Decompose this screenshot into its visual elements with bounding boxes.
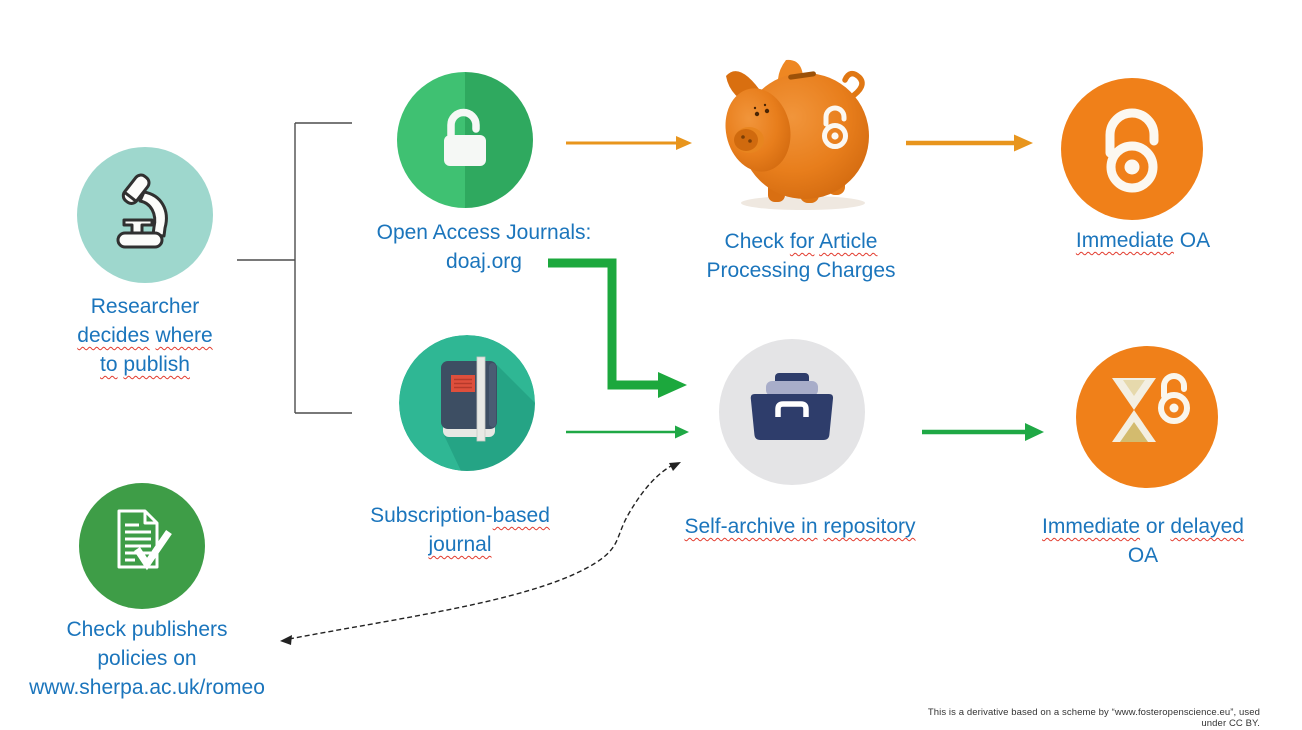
arrow-oaj-to-apc (566, 136, 692, 150)
document-checkmark-icon (79, 483, 205, 609)
repository-label: Self-archive in repository (684, 515, 916, 538)
arrow-doaj-to-repository (548, 258, 687, 398)
open-access-logo-icon (1105, 108, 1159, 193)
open-padlock-icon (444, 108, 486, 166)
notebook-journal-icon (399, 335, 535, 471)
piggy-bank-icon (725, 59, 869, 210)
open-access-logo-on-piggy (822, 105, 848, 149)
immediate-oa-circle (1061, 78, 1203, 220)
open-access-journals-circle (397, 72, 533, 208)
open-access-journals-label: Open Access Journals:doaj.org (376, 221, 592, 273)
microscope-icon (116, 173, 168, 249)
arrow-repository-to-delayed-oa (922, 423, 1044, 441)
archive-box-icon (719, 339, 865, 485)
immediate-oa-label: Immediate OA (1075, 229, 1211, 252)
bracket-connector (237, 122, 352, 414)
dashed-arrow-repository-sherpa (280, 462, 681, 645)
arrow-journal-to-repository (566, 425, 689, 439)
hourglass-open-access-icon (1076, 346, 1218, 488)
attribution-text: This is a derivative based on a scheme b… (927, 707, 1260, 729)
researcher-circle (77, 147, 213, 283)
arrow-apc-to-immediate-oa (906, 134, 1033, 152)
